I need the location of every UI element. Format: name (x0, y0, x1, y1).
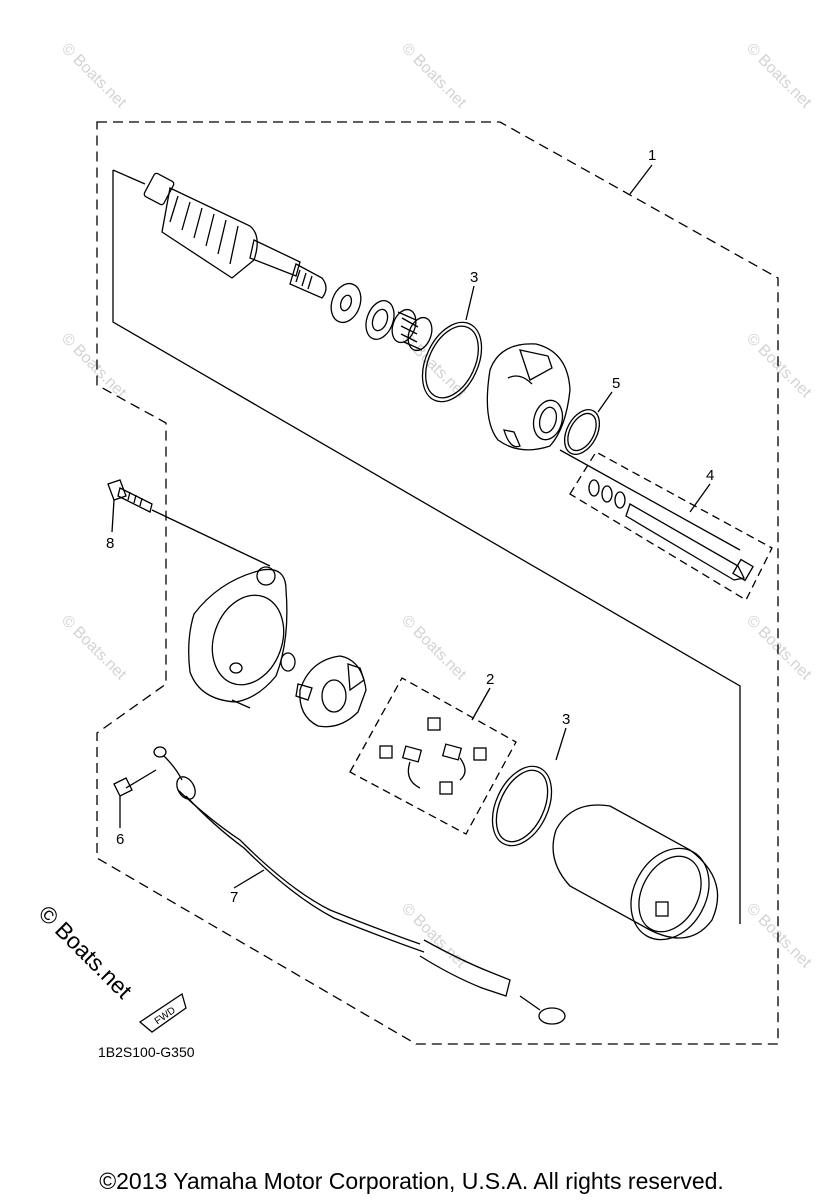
callout-1: 1 (648, 147, 656, 164)
o-ring-lower (491, 765, 553, 847)
callout-5: 5 (612, 375, 620, 392)
callout-6: 6 (116, 831, 124, 848)
fwd-arrow-icon (138, 992, 187, 1033)
callout-3-upper: 3 (470, 269, 478, 286)
o-ring-upper (421, 321, 483, 403)
bolt-8-part (107, 479, 271, 567)
fwd-label: FWD (153, 1005, 178, 1027)
assembly-boundary (96, 121, 779, 1045)
through-bolt-part (625, 503, 745, 581)
washer-small (601, 485, 613, 503)
callout-7: 7 (230, 889, 238, 906)
yoke-part (552, 804, 719, 941)
callout-8: 8 (106, 535, 114, 552)
front-housing-part (486, 343, 741, 551)
washer-part (330, 282, 362, 324)
needle-bearing-part (391, 308, 433, 352)
diagram-code: 1B2S100-G350 (98, 1044, 195, 1060)
washer-small (588, 479, 600, 497)
brush-holder-part (295, 655, 367, 728)
armature-part (143, 172, 327, 299)
brush-kit-boundary (349, 677, 517, 835)
callout-2: 2 (486, 671, 494, 688)
copyright-notice: ©2013 Yamaha Motor Corporation, U.S.A. A… (99, 1168, 724, 1194)
rear-housing-part (188, 566, 296, 709)
screw-6-part (113, 769, 157, 828)
brush-kit-parts (379, 717, 487, 795)
subassembly-outline (112, 170, 741, 924)
callout-3-lower: 3 (562, 711, 570, 728)
callout-4: 4 (706, 467, 714, 484)
bearing-part (365, 300, 395, 340)
o-ring-5 (563, 409, 601, 455)
bolt-kit-boundary (569, 451, 773, 601)
washer-small (614, 491, 626, 509)
lead-wire-part (153, 746, 566, 1025)
